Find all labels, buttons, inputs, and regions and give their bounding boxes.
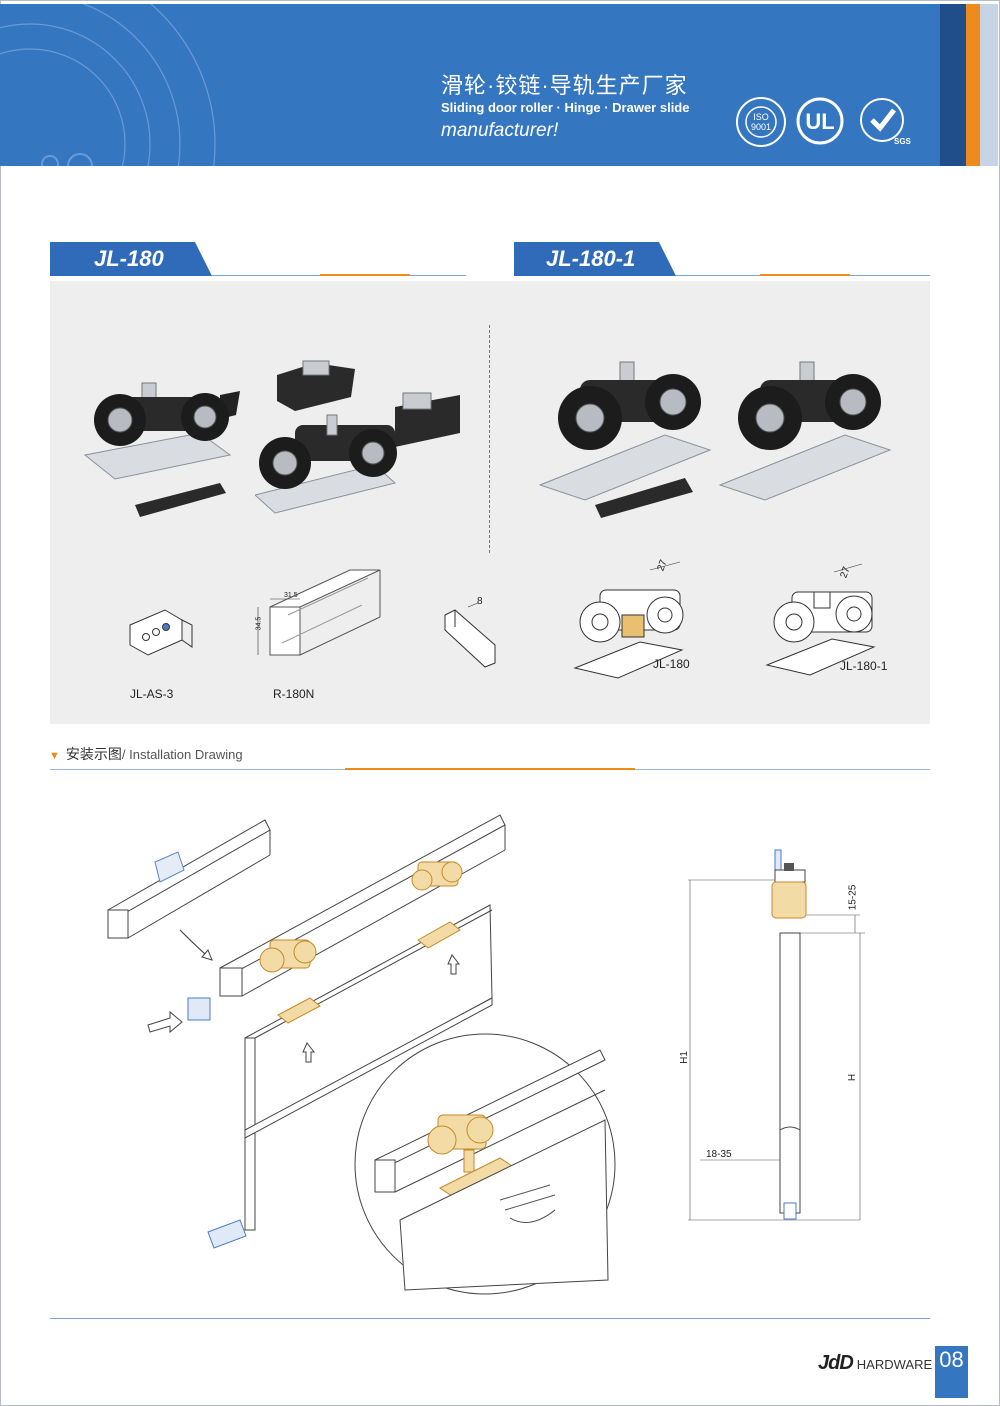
installation-drawing (107, 814, 616, 1295)
sgs-logo: SGS (860, 98, 912, 146)
drawing-label-jl-180: JL-180 (653, 657, 690, 671)
header-title-cn: 滑轮·铰链·导轨生产厂家 (441, 73, 688, 98)
tab-rule-left-accent (320, 274, 410, 276)
brand-text: HARDWARE (856, 1357, 933, 1372)
jl-as-3-bracket-drawing (129, 609, 193, 656)
jl-180-roller-photo (83, 382, 240, 517)
svg-text:ISO: ISO (753, 112, 769, 122)
triangle-bullet-icon: ▼ (49, 750, 60, 762)
model-tab-jl-180-1: JL-180-1 (514, 242, 676, 276)
svg-text:9001: 9001 (751, 122, 771, 132)
tab-rule-right-accent (760, 274, 850, 276)
header-subtitle-line1: Sliding door roller · Hinge · Drawer sli… (441, 100, 690, 115)
panel-divider (489, 325, 490, 553)
part-label-jl-as-3: JL-AS-3 (130, 687, 174, 701)
svg-text:SGS: SGS (894, 137, 912, 146)
jl-180-1-roller-photo-1 (538, 361, 712, 518)
jl-180-1-roller-photo-2 (718, 361, 892, 501)
iso-9001-logo: ISO 9001 (736, 97, 786, 147)
jl-180-line-drawing (573, 561, 684, 679)
footer-rule (50, 1318, 930, 1319)
decorative-arcs (0, 4, 216, 166)
dim-rail-h: 34.5 (255, 616, 263, 631)
installation-title-en: / Installation Drawing (121, 747, 243, 762)
dim-rail-w: 31.5 (284, 592, 298, 599)
side-dimension-drawing (688, 849, 865, 1221)
dim-gap: 15-25 (847, 884, 859, 911)
dim-bracket-w: 8 (477, 596, 483, 607)
dim-h1: H1 (678, 1051, 690, 1064)
stopper-drawing (444, 602, 496, 668)
jl-180-1-line-drawing (765, 563, 876, 676)
page-number-strip (935, 1374, 968, 1398)
header-stripe-light (980, 4, 998, 166)
header-stripe-orange (966, 4, 980, 166)
part-label-r-180n: R-180N (273, 687, 315, 701)
model-tab-jl-180: JL-180 (50, 242, 212, 276)
jl-180-assembly-photo (255, 360, 460, 514)
installation-section-title: ▼ 安装示图/ Installation Drawing (49, 744, 243, 764)
dim-h: H (847, 1073, 859, 1082)
installation-title-cn: 安装示图 (65, 746, 122, 762)
section-rule-accent (345, 768, 635, 770)
header-subtitle-line2: manufacturer! (441, 120, 559, 141)
header-stripe-navy (940, 4, 966, 166)
page-number: 08 (935, 1346, 968, 1374)
ul-logo: UL (796, 97, 844, 145)
header-banner: 滑轮·铰链·导轨生产厂家 Sliding door roller · Hinge… (0, 4, 940, 166)
r-180n-rail-drawing (257, 569, 381, 656)
drawing-label-jl-180-1: JL-180-1 (840, 659, 888, 673)
brand-logo: JdD (818, 1352, 854, 1374)
svg-text:UL: UL (805, 109, 834, 134)
dim-range: 18-35 (706, 1149, 732, 1160)
